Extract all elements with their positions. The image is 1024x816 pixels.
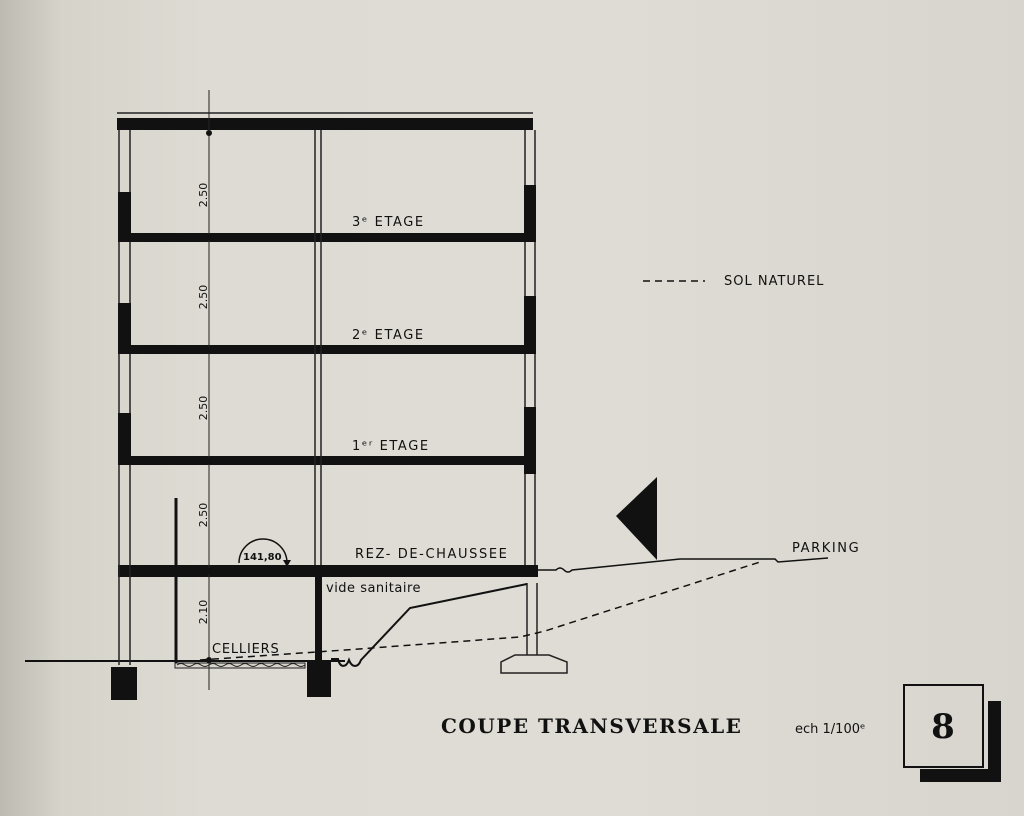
left-facade <box>118 130 131 665</box>
dimension-line <box>206 90 212 690</box>
dimension-1st-floor: 2.50 <box>197 396 210 421</box>
footing-right <box>500 583 568 674</box>
foundation-left <box>111 667 137 700</box>
drawing-title: COUPE TRANSVERSALE <box>441 714 742 738</box>
label-2nd-floor: 2ᵉ ETAGE <box>352 328 425 343</box>
floor-slab-2 <box>118 345 532 354</box>
level-value: 141,80 <box>243 552 282 563</box>
floor-slab-3 <box>118 233 532 242</box>
dimension-ground-floor: 2.50 <box>197 503 210 528</box>
foundation-middle <box>307 662 331 697</box>
section-arrow-marker <box>616 477 657 560</box>
parking-terrain <box>537 557 829 573</box>
label-parking: PARKING <box>792 541 860 556</box>
right-facade <box>524 130 536 565</box>
drawing-scale: ech 1/100ᵉ <box>795 722 865 737</box>
dimension-3rd-floor: 2.50 <box>197 183 210 208</box>
floor-slab-1 <box>118 456 532 465</box>
natural-ground-line <box>199 561 761 661</box>
level-marker <box>238 538 291 567</box>
label-ground-floor: REZ- DE-CHAUSSEE <box>355 547 508 562</box>
label-1st-floor: 1ᵉʳ ETAGE <box>352 439 430 454</box>
plate-number-box <box>903 684 1001 782</box>
roof <box>117 112 533 130</box>
label-cellars: CELLIERS <box>212 642 280 657</box>
ground-floor-slab <box>118 565 538 577</box>
plate-number: 8 <box>931 707 955 747</box>
crawlspace-profile <box>174 498 528 669</box>
dimension-basement: 2.10 <box>197 600 210 625</box>
label-3rd-floor: 3ᵉ ETAGE <box>352 215 425 230</box>
dimension-2nd-floor: 2.50 <box>197 285 210 310</box>
middle-wall <box>314 130 322 662</box>
legend-label: SOL NATUREL <box>724 274 824 289</box>
label-crawlspace: vide sanitaire <box>326 581 421 596</box>
